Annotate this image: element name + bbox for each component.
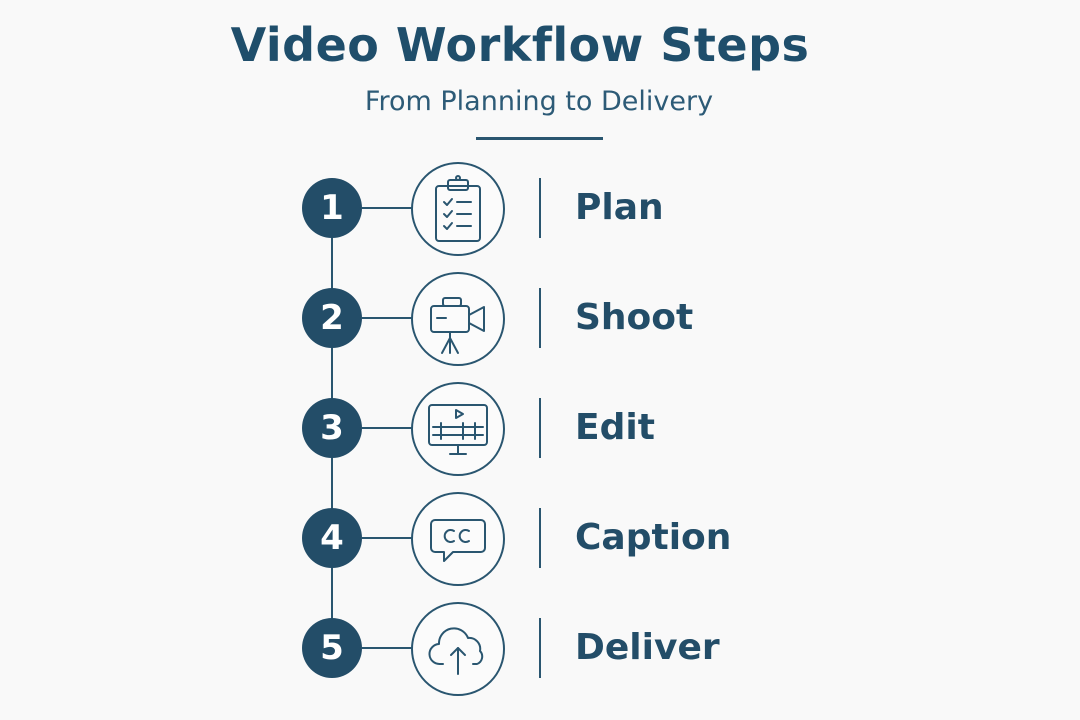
workflow-step-shoot: 2 Shoot — [0, 272, 1080, 366]
step-connector — [362, 647, 412, 649]
clipboard-checklist-icon — [435, 175, 481, 242]
step-number-badge: 5 — [302, 618, 362, 678]
step-label: Caption — [575, 517, 732, 558]
title-underline — [476, 137, 603, 140]
step-number-badge: 1 — [302, 178, 362, 238]
step-icon-circle — [411, 272, 505, 366]
page-subtitle: From Planning to Delivery — [364, 86, 714, 117]
step-divider — [539, 508, 541, 568]
closed-caption-bubble-icon — [430, 519, 486, 562]
step-icon-circle — [411, 382, 505, 476]
step-label: Deliver — [575, 627, 720, 668]
step-number-badge: 4 — [302, 508, 362, 568]
step-label: Edit — [575, 407, 655, 448]
step-divider — [539, 618, 541, 678]
workflow-step-plan: 1 Plan — [0, 162, 1080, 256]
workflow-step-edit: 3 Edit — [0, 382, 1080, 476]
step-number-badge: 3 — [302, 398, 362, 458]
step-divider — [539, 288, 541, 348]
step-connector — [362, 317, 412, 319]
step-connector — [362, 427, 412, 429]
step-label: Plan — [575, 187, 664, 228]
step-icon-circle — [411, 492, 505, 586]
step-divider — [539, 178, 541, 238]
cloud-upload-icon — [428, 627, 484, 675]
step-divider — [539, 398, 541, 458]
workflow-step-caption: 4 Caption — [0, 492, 1080, 586]
step-connector — [362, 537, 412, 539]
step-icon-circle — [411, 602, 505, 696]
step-icon-circle — [411, 162, 505, 256]
step-connector — [362, 207, 412, 209]
video-camera-tripod-icon — [430, 297, 485, 354]
step-label: Shoot — [575, 297, 694, 338]
workflow-step-deliver: 5 Deliver — [0, 602, 1080, 696]
step-number-badge: 2 — [302, 288, 362, 348]
page-title: Video Workflow Steps — [230, 18, 810, 72]
monitor-timeline-icon — [428, 404, 488, 455]
